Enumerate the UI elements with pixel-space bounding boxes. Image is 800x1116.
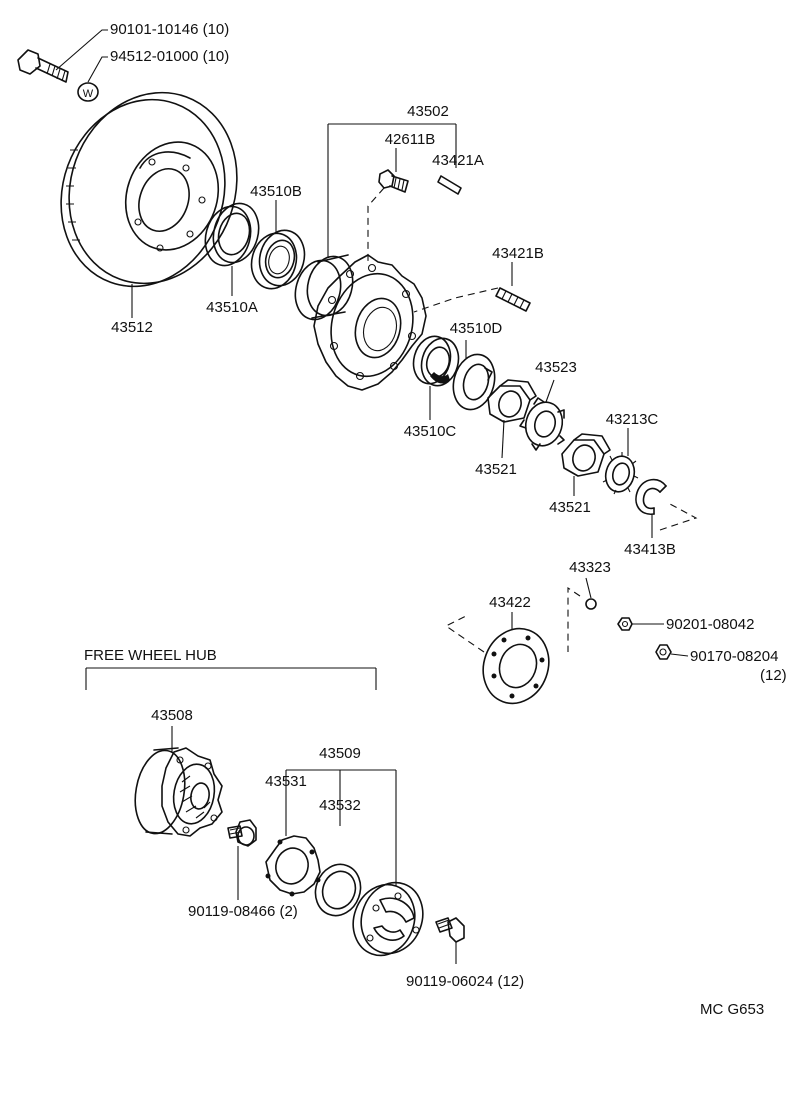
label-43512: 43512 xyxy=(111,319,153,336)
cover-43509-icon xyxy=(352,881,424,957)
label-43510B: 43510B xyxy=(250,183,302,200)
bearing-43510C-icon xyxy=(412,335,460,387)
stud-43421A-icon xyxy=(437,175,462,195)
gasket-43422-icon xyxy=(482,627,550,705)
free-wheel-hub-body-43508-icon xyxy=(134,747,223,837)
inner-hub-43531-icon xyxy=(265,835,321,897)
washer-43510D-icon xyxy=(452,353,496,411)
disc-rotor-43512-icon xyxy=(60,91,238,288)
bearing-43510B-icon xyxy=(250,229,306,290)
nut-90170-icon xyxy=(655,644,672,660)
lock-washer-43523-icon xyxy=(519,397,565,451)
lock-nut-43521-lower-icon xyxy=(561,433,611,477)
washer-symbol: W xyxy=(83,88,94,100)
label-43421A: 43421A xyxy=(432,152,484,169)
bolt-90101-icon xyxy=(17,49,69,83)
ring-43532-icon xyxy=(314,863,362,917)
grease-cap-43323-icon xyxy=(585,598,597,610)
label-43502: 43502 xyxy=(407,103,449,120)
label-43508: 43508 xyxy=(151,707,193,724)
label-43521-upper: 43521 xyxy=(475,461,517,478)
label-90170-08204: 90170-08204 xyxy=(690,648,778,665)
label-43510C: 43510C xyxy=(404,423,457,440)
label-43509: 43509 xyxy=(319,745,361,762)
label-42611B: 42611B xyxy=(385,131,436,148)
label-90119-06024: 90119-06024 (12) xyxy=(406,973,524,990)
label-43323: 43323 xyxy=(569,559,611,576)
hub-bolt-42611B-icon xyxy=(378,169,409,193)
label-90201-08042: 90201-08042 xyxy=(666,616,754,633)
nut-90201-icon xyxy=(617,617,633,631)
ring-43213C-icon xyxy=(602,452,639,495)
label-43510A: 43510A xyxy=(206,299,258,316)
label-43531: 43531 xyxy=(265,773,307,790)
label-43510D: 43510D xyxy=(450,320,503,337)
axle-hub-43502-icon xyxy=(294,254,427,391)
label-43523: 43523 xyxy=(535,359,577,376)
stud-43421B-icon xyxy=(495,287,531,312)
snap-ring-43413B-icon xyxy=(635,478,667,515)
label-43422: 43422 xyxy=(489,594,531,611)
label-43421B: 43421B xyxy=(492,245,544,262)
label-94512-01000: 94512-01000 (10) xyxy=(110,48,229,65)
label-90119-08466: 90119-08466 (2) xyxy=(188,903,298,920)
lock-nut-43521-upper-icon xyxy=(487,379,537,423)
label-43521-lower: 43521 xyxy=(549,499,591,516)
washer-94512-icon: W xyxy=(77,82,99,102)
label-43532: 43532 xyxy=(319,797,361,814)
label-90170-08204-qty: (12) xyxy=(760,667,787,684)
section-title: FREE WHEEL HUB xyxy=(84,647,217,664)
bolt-90119-06024-icon xyxy=(435,917,465,943)
figure-code: MC G653 xyxy=(700,1001,764,1018)
label-43413B: 43413B xyxy=(624,541,676,558)
label-43213C: 43213C xyxy=(606,411,659,428)
bolt-90119-08466-icon xyxy=(227,819,257,847)
oil-seal-43510A-icon xyxy=(204,202,260,267)
label-90101-10146: 90101-10146 (10) xyxy=(110,21,229,38)
